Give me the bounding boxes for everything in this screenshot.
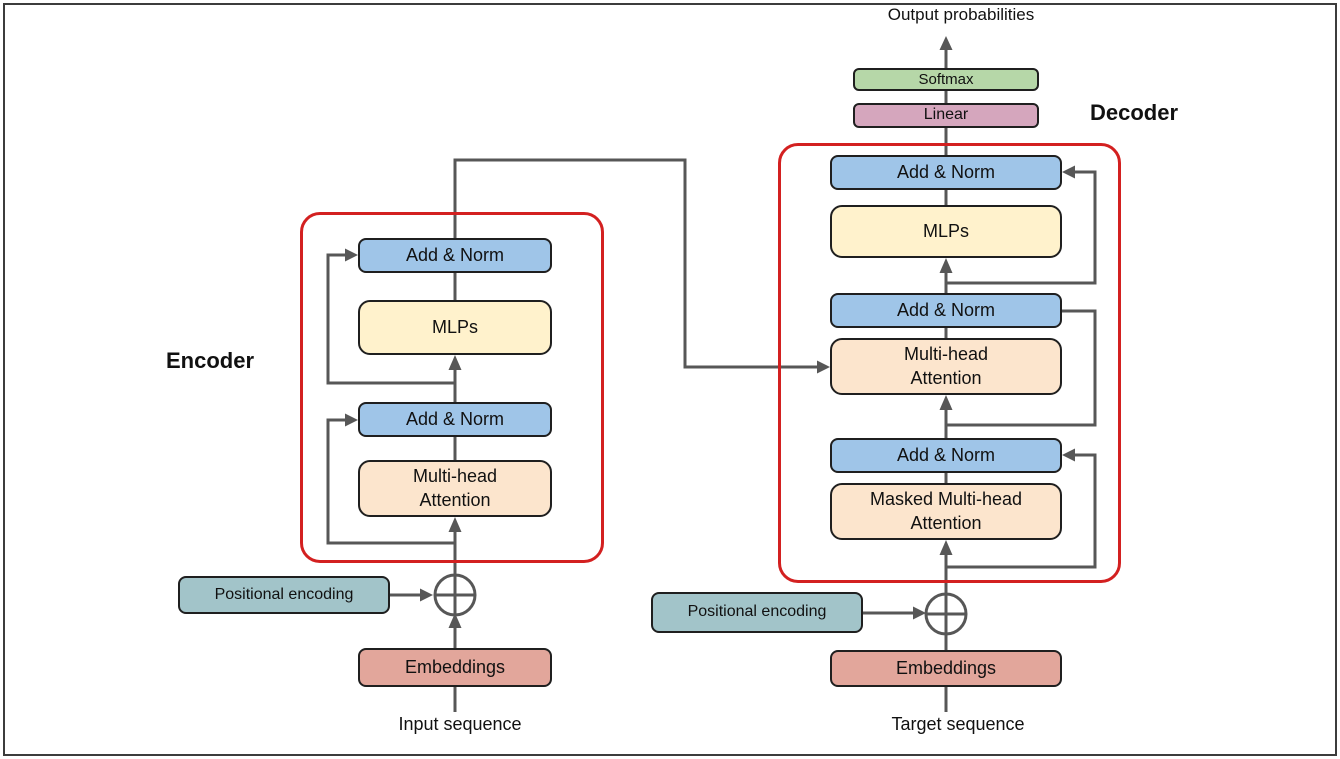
arrow-icon (448, 355, 462, 370)
encoder-add-norm-top: Add & Norm (358, 238, 552, 273)
arrow-icon (817, 360, 830, 374)
decoder-residual-mlps (946, 170, 1097, 285)
encoder-multi-head-attention-block: Multi-head Attention (358, 460, 552, 517)
linear-block: Linear (853, 103, 1039, 128)
decoder-outline (778, 143, 1121, 583)
decoder-multi-head-attention-block: Multi-head Attention (830, 338, 1062, 395)
add-icon (433, 573, 477, 617)
encoder-add-norm-bottom: Add & Norm (358, 402, 552, 437)
decoder-positional-encoding-block: Positional encoding (651, 592, 863, 633)
encoder-embeddings-block: Embeddings (358, 648, 552, 687)
encoder-outline (300, 212, 604, 563)
input-sequence-label: Input sequence (398, 714, 522, 734)
decoder-title: Decoder (1089, 100, 1179, 125)
encoder-title: Encoder (165, 348, 255, 373)
arrow-icon (1062, 165, 1075, 179)
arrow-icon (939, 540, 953, 555)
decoder-mlps-block: MLPs (830, 205, 1062, 258)
encoder-output-connector (453, 158, 820, 369)
decoder-embeddings-block: Embeddings (830, 650, 1062, 687)
arrow-icon (448, 517, 462, 532)
decoder-add-norm-bottom: Add & Norm (830, 438, 1062, 473)
encoder-residual-mlps (326, 253, 455, 385)
arrow-icon (913, 606, 926, 620)
decoder-residual-maskedmha (946, 453, 1097, 569)
arrow-icon (939, 395, 953, 410)
add-icon (924, 592, 968, 636)
arrow-icon (939, 36, 953, 50)
arrow-icon (345, 248, 358, 262)
encoder-residual-mha (326, 418, 455, 545)
arrow-icon (1062, 448, 1075, 462)
arrow-icon (448, 613, 462, 628)
encoder-mlps-block: MLPs (358, 300, 552, 355)
decoder-residual-mha (946, 309, 1097, 427)
arrow-icon (420, 588, 433, 602)
decoder-masked-multi-head-attention-block: Masked Multi-head Attention (830, 483, 1062, 540)
encoder-positional-encoding-block: Positional encoding (178, 576, 390, 614)
decoder-add-norm-top: Add & Norm (830, 155, 1062, 190)
target-sequence-label: Target sequence (891, 714, 1025, 734)
softmax-block: Softmax (853, 68, 1039, 91)
output-probabilities-label: Output probabilities (887, 5, 1035, 24)
arrow-icon (939, 258, 953, 273)
decoder-add-norm-middle: Add & Norm (830, 293, 1062, 328)
arrow-icon (345, 413, 358, 427)
